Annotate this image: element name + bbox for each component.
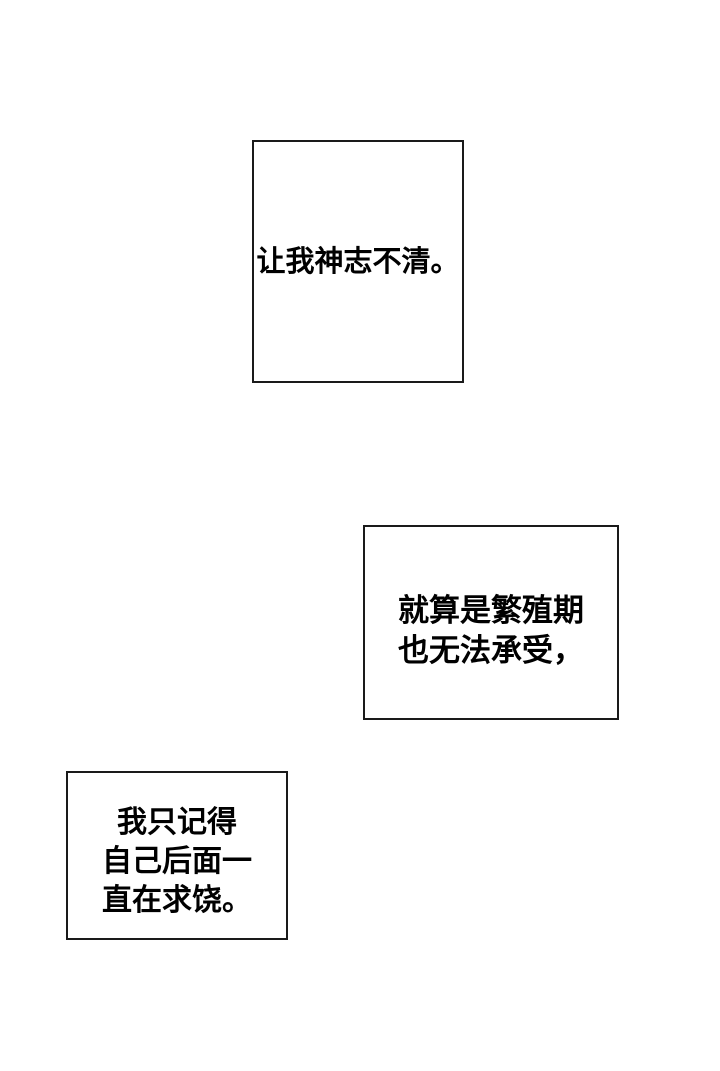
caption-box-3: 我只记得 自己后面一 直在求饶。 [66,771,288,940]
caption-line: 也无法承受， [398,632,584,668]
caption-line: 让我神志不清。 [256,245,460,278]
caption-line: 就算是繁殖期 [398,592,584,628]
caption-line: 直在求饶。 [102,884,252,917]
caption-box-1: 让我神志不清。 [252,140,464,383]
caption-line: 我只记得 [117,806,237,839]
caption-line: 自己后面一 [102,845,252,878]
caption-box-2: 就算是繁殖期 也无法承受， [363,525,619,720]
